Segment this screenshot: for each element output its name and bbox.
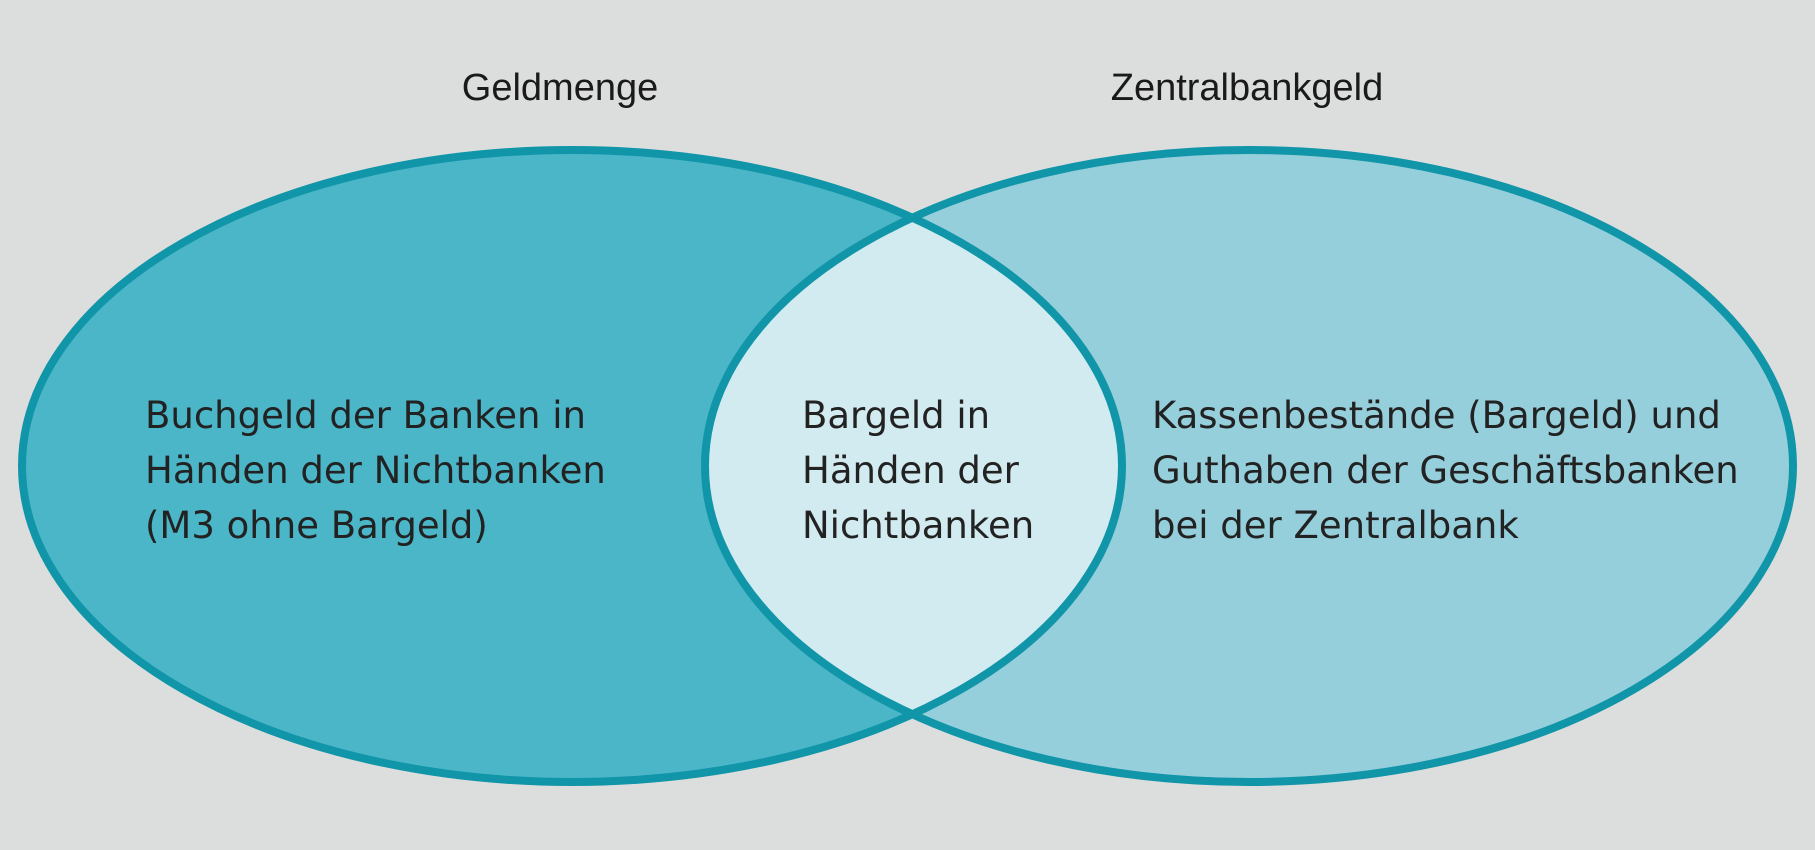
left-set-line: Buchgeld der Banken in: [145, 394, 586, 437]
right-set-line: Guthaben der Geschäftsbanken: [1152, 449, 1739, 492]
right-set-line: Kassenbestände (Bargeld) und: [1152, 394, 1721, 437]
intersection-fill: [705, 150, 1122, 782]
intersection-line: Bargeld in: [802, 394, 990, 437]
right-set-outline: [701, 146, 1797, 786]
intersection-line: Händen der: [802, 449, 1020, 492]
left-set-outline: [18, 146, 1126, 786]
left-set-line: Händen der Nichtbanken: [145, 449, 606, 492]
intersection-line: Nichtbanken: [802, 504, 1034, 547]
right-set-title: Zentralbankgeld: [1111, 67, 1384, 109]
left-set-title: Geldmenge: [462, 67, 658, 109]
left-set-line: (M3 ohne Bargeld): [145, 504, 488, 547]
right-set-line: bei der Zentralbank: [1152, 504, 1519, 547]
